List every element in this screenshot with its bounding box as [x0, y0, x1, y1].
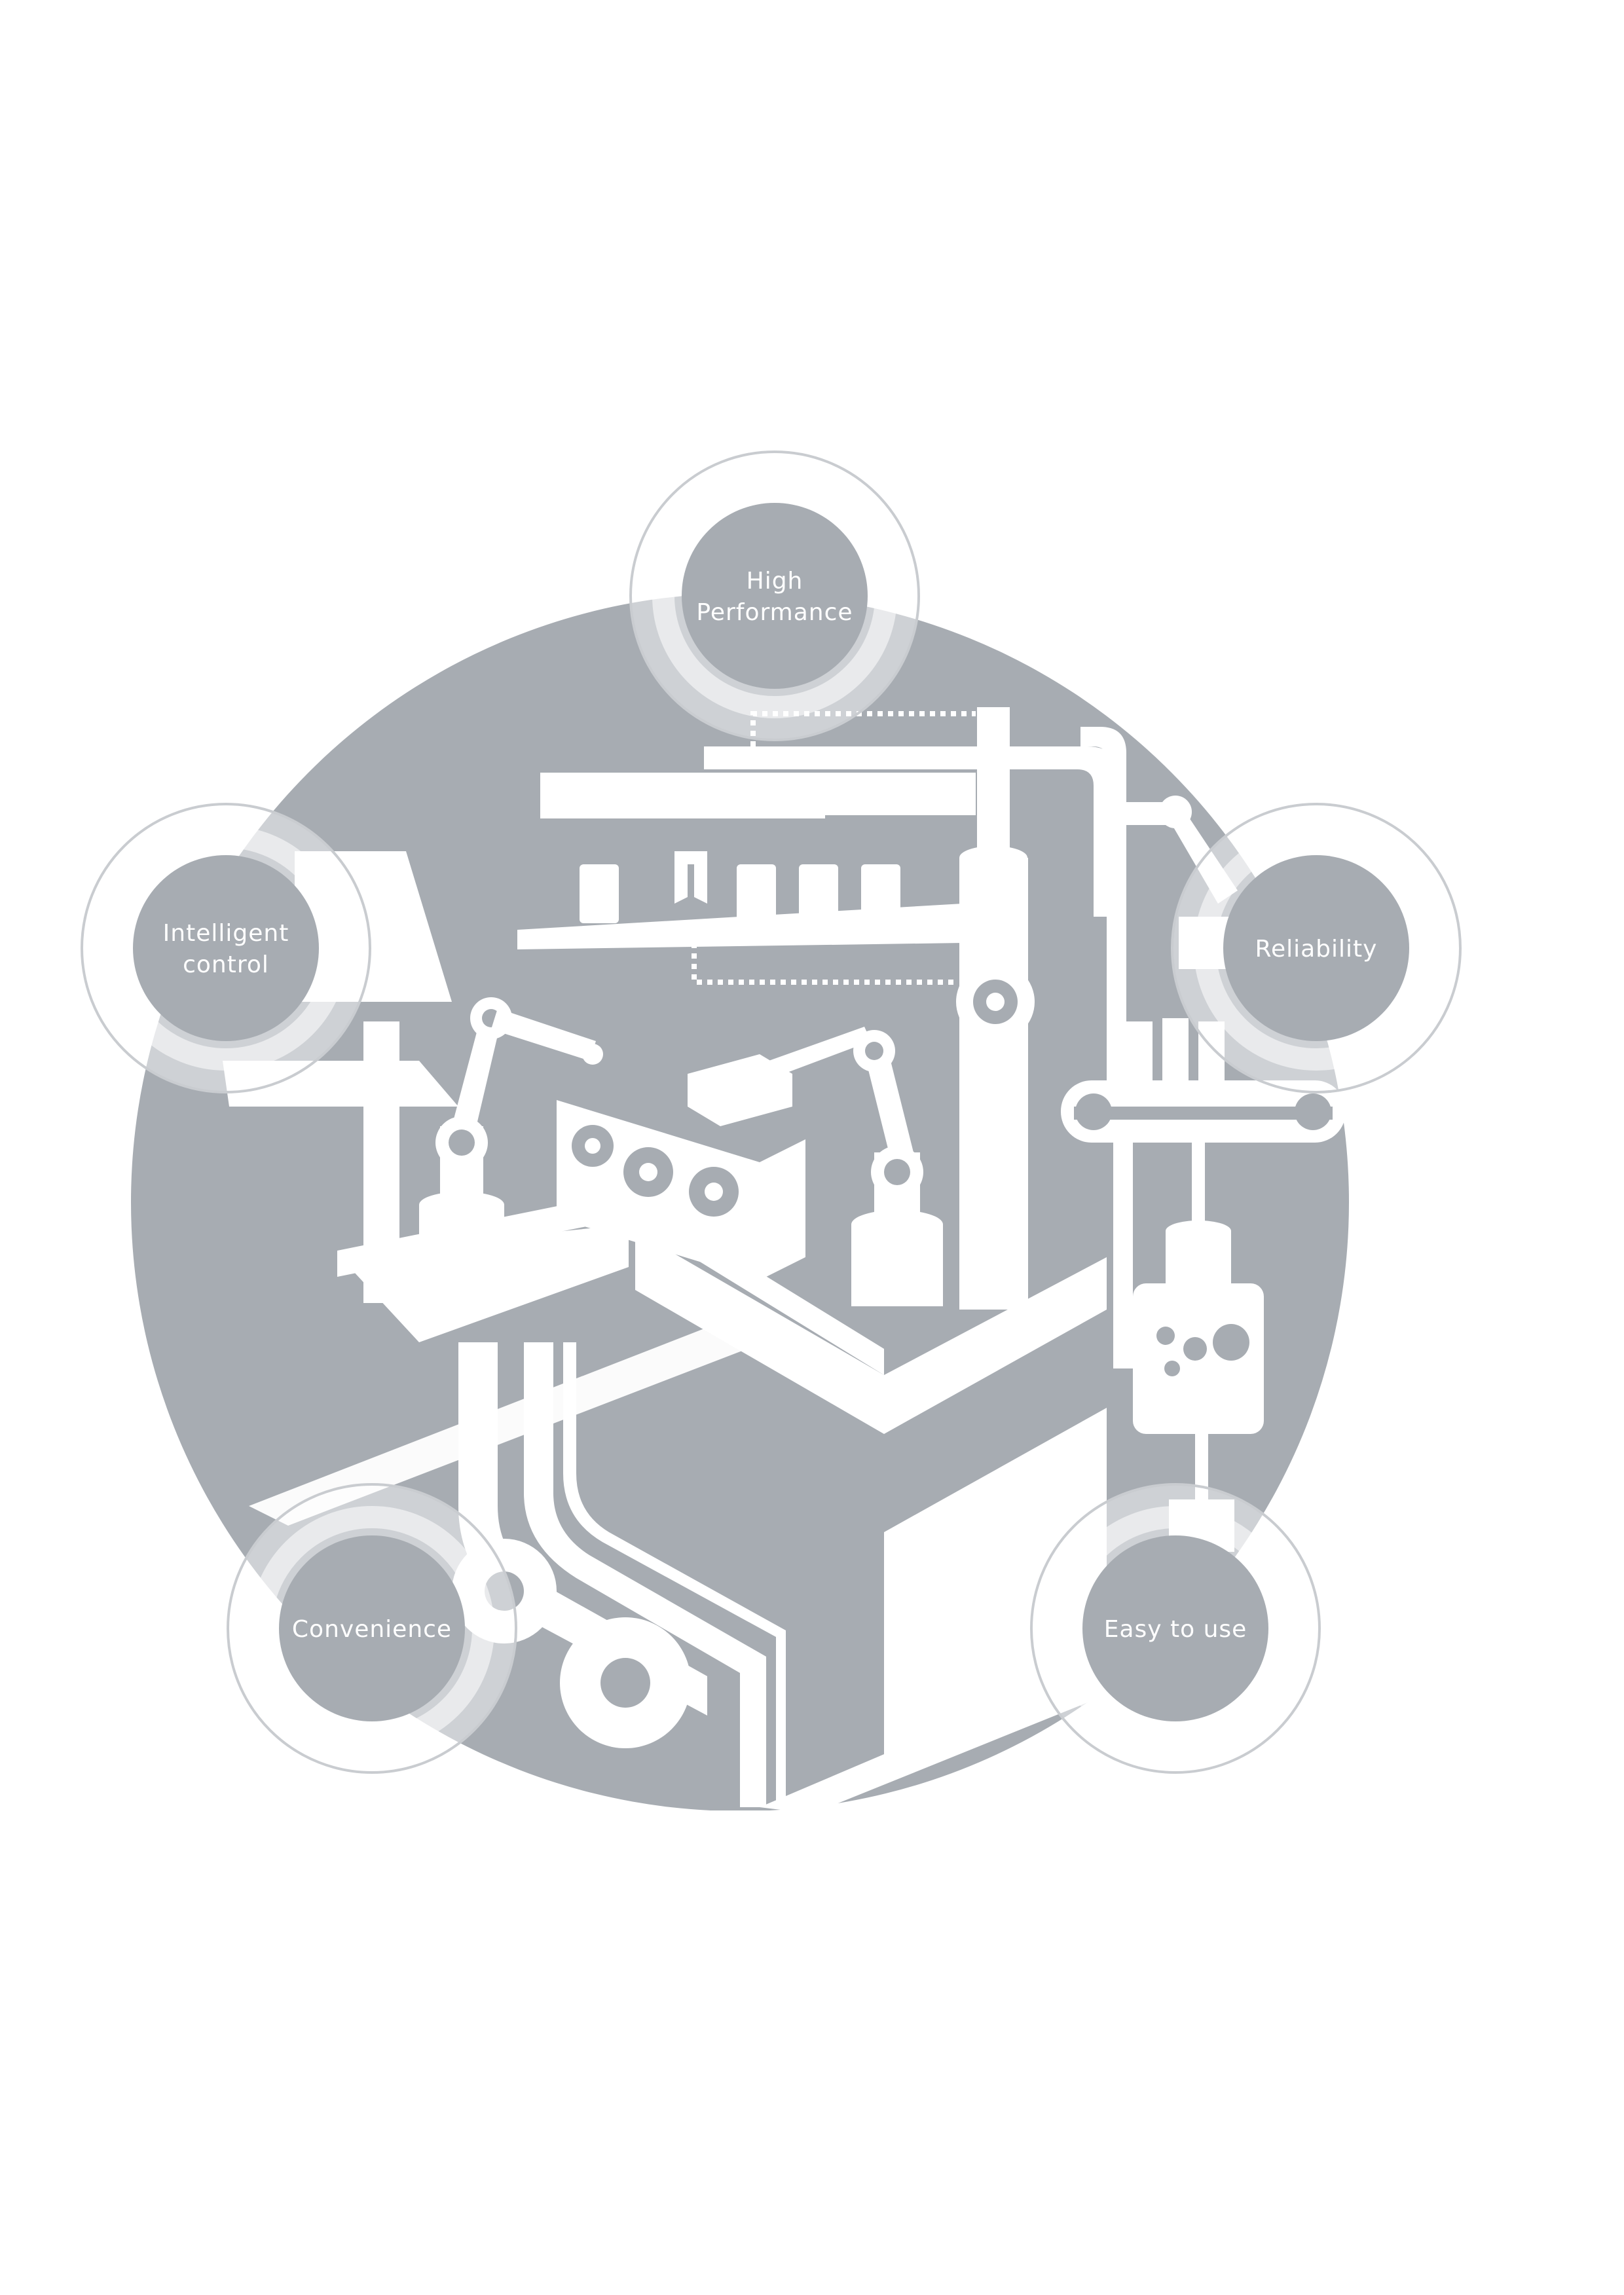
badge-label: Intelligent: [163, 920, 289, 947]
badge-label: control: [183, 951, 269, 978]
badge-easy-to-use: Easy to use: [1030, 1483, 1321, 1774]
badge-disc: [1223, 855, 1409, 1041]
badge-label: Performance: [696, 599, 853, 626]
badge-disc: [682, 503, 868, 689]
badge-inner-band: [249, 1506, 494, 1751]
badge-label: High: [747, 568, 803, 595]
badge-label: Reliability: [1255, 936, 1378, 963]
badge-convenience: Convenience: [227, 1483, 517, 1774]
badge-disc: [279, 1535, 465, 1721]
badge-intelligent-control: Intelligent control: [81, 803, 371, 1093]
badge-reliability: Reliability: [1171, 803, 1462, 1093]
badge-inner-band: [652, 473, 897, 718]
badge-label: Convenience: [292, 1616, 452, 1643]
badge-disc: [1082, 1535, 1268, 1721]
factory-machine-illustration: [223, 707, 1346, 1814]
badge-inner-band: [103, 826, 348, 1071]
badge-disc: [133, 855, 319, 1041]
badge-inner-band: [1053, 1506, 1298, 1751]
badge-inner-band: [1194, 826, 1439, 1071]
badge-label: Easy to use: [1104, 1616, 1247, 1643]
